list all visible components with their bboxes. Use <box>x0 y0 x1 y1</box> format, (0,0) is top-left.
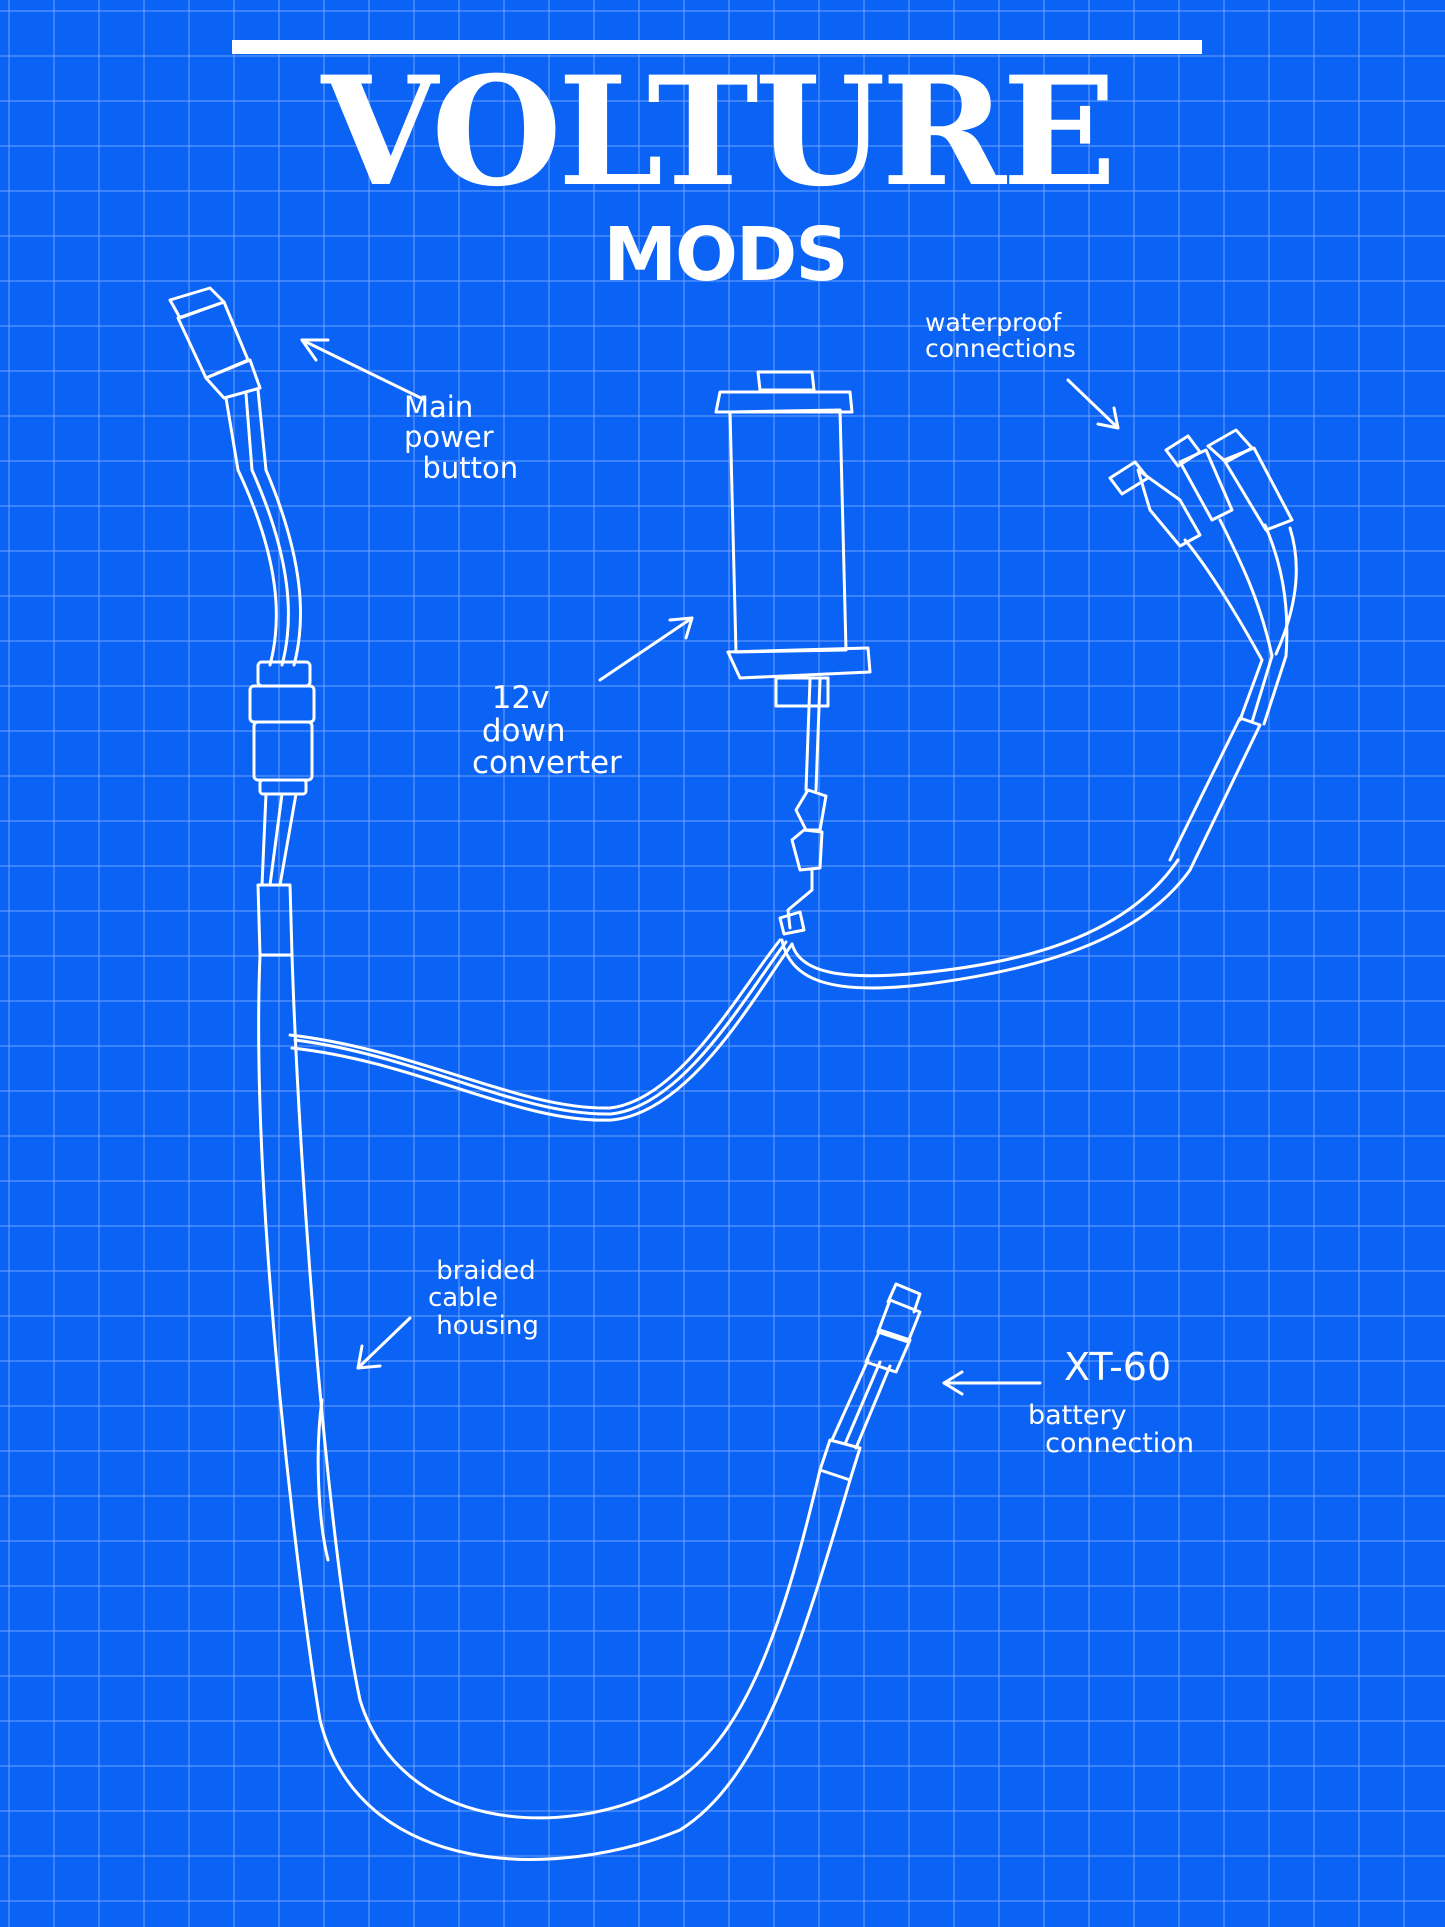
waterproof-connectors <box>1108 428 1294 548</box>
brand-logo: VOLTURE <box>321 44 1116 220</box>
xt60-connector <box>864 1282 922 1374</box>
arrow-main-power <box>300 338 427 402</box>
inline-joint-connector <box>248 660 316 887</box>
arrow-converter <box>598 616 694 682</box>
logo-top-bar <box>232 40 1202 54</box>
arrow-waterproof <box>1066 378 1120 430</box>
power-cable-upper <box>236 468 303 667</box>
arrow-braided <box>356 1316 412 1370</box>
label-waterproof-connections: waterproof connections <box>925 308 1076 364</box>
label-xt60-title: XT-60 <box>1064 1345 1172 1389</box>
cable-to-waterproof <box>780 518 1298 990</box>
label-xt60-battery-connection: battery connection <box>1028 1400 1194 1460</box>
label-braided-cable-housing: braided cable housing <box>428 1256 539 1341</box>
brand-sub-logo: MODS <box>603 212 848 298</box>
main-power-button-connector <box>168 286 268 472</box>
arrow-xt60 <box>942 1370 1042 1396</box>
branch-cable-to-converter <box>288 938 794 1122</box>
label-down-converter: 12v down converter <box>472 680 622 782</box>
braided-cable-housing <box>256 883 892 1861</box>
down-converter-box <box>714 370 872 936</box>
label-main-power-button: Main power button <box>404 390 519 485</box>
